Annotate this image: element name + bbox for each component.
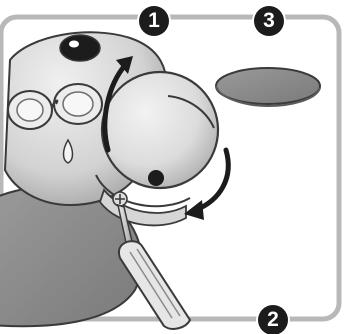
- goggle-inner-right: [63, 92, 93, 116]
- goggle-inner-left: [17, 99, 43, 121]
- rotating-cap: [102, 72, 218, 188]
- step-1-badge: 1: [139, 6, 169, 36]
- cap-hole: [148, 170, 164, 186]
- eye-socket: [60, 35, 100, 61]
- eye-highlight: [69, 41, 79, 48]
- step-2-badge: 2: [258, 305, 288, 334]
- step-3-badge: 3: [254, 6, 284, 36]
